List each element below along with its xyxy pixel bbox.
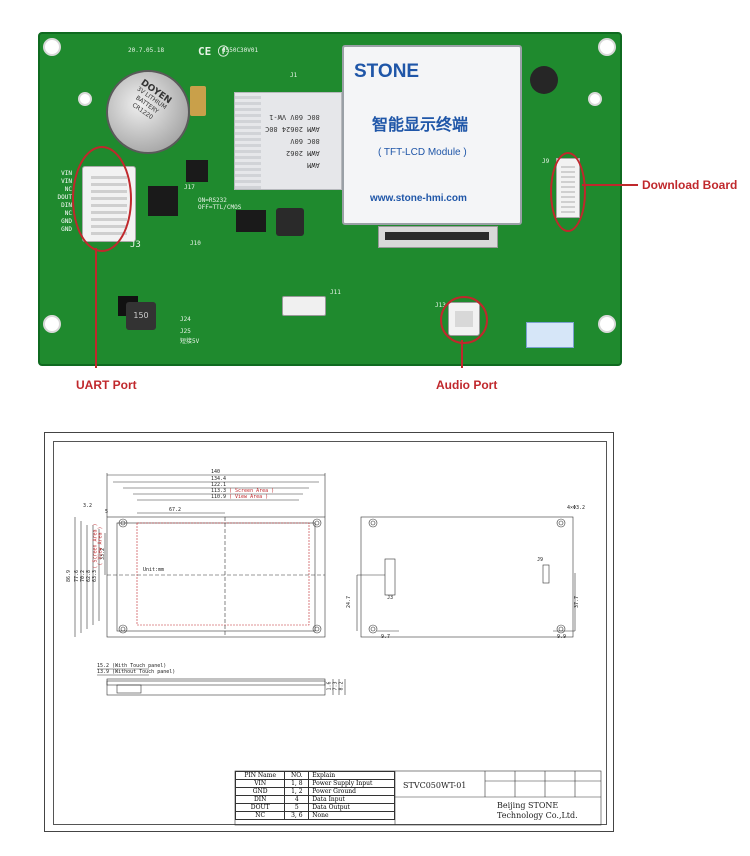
mount-hole-icon <box>598 38 616 56</box>
board-id: d550C30V01 <box>222 47 259 54</box>
audio-highlight-ellipse <box>440 296 488 344</box>
dim-8-2: 8.2 <box>338 681 345 691</box>
silk-j24: J24 <box>180 316 191 323</box>
back-j3-label: J3 <box>387 595 394 601</box>
date-code: 20.7.05.18 <box>128 47 165 54</box>
download-board-callout: Download Board <box>642 178 738 192</box>
download-leader-line <box>582 184 638 186</box>
inductor <box>530 66 558 94</box>
ic-chip <box>186 160 208 182</box>
mount-hole-icon <box>598 315 616 333</box>
mount-hole-icon <box>78 92 92 106</box>
pin-table-header: PIN Name <box>234 771 286 780</box>
silk-j1: J1 <box>290 72 298 79</box>
pin-table-header: NO. <box>284 771 310 780</box>
audio-port-callout: Audio Port <box>436 378 498 392</box>
mechanical-drawing: 140 134.4 122.1 113.3 ( Screen Area ) 11… <box>44 432 614 832</box>
lcd-flex-connector <box>378 226 498 248</box>
back-j9-label: J9 <box>537 557 544 563</box>
table-row: VIN 1, 8 Power Supply Input <box>234 779 395 788</box>
website: www.stone-hmi.com <box>370 193 467 204</box>
dim-9-9: 9.9 <box>557 634 567 640</box>
drawing-frame <box>53 441 607 825</box>
ce-fcc-mark-icon: CE ⓕ <box>198 45 229 58</box>
drawing-lines <box>74 473 602 826</box>
uart-port-callout: UART Port <box>76 378 137 392</box>
silk-j9: J9 <box>542 158 550 165</box>
dim-113-3: 113.3 <box>211 488 227 494</box>
pin-table: PIN Name NO. Explain VIN 1, 8 Power Supp… <box>234 771 395 820</box>
ic-chip <box>236 210 266 232</box>
mount-hole-icon <box>588 92 602 106</box>
table-row: DIN 4 Data Input <box>234 795 395 804</box>
silk-j3: J3 <box>130 240 141 250</box>
inductor <box>276 208 304 236</box>
connector-j11 <box>282 296 326 316</box>
download-highlight-ellipse <box>550 152 586 232</box>
silk-j11: J11 <box>330 289 341 296</box>
view-area-vertical-label: ( View Area ) <box>97 526 104 566</box>
dim-24-7: 24.7 <box>346 595 353 609</box>
unit-label: Unit:mm <box>143 567 165 573</box>
uart-pin-labels: VIN VIN NC DOUT DIN NC GND GND <box>57 170 72 233</box>
silk-off-ttl: OFF=TTL/CMOS <box>198 204 242 211</box>
model-number: STVC050WT-01 <box>403 781 467 790</box>
dim-37-7: 37.7 <box>574 595 581 609</box>
battery-holder <box>190 86 206 116</box>
silk-j10: J10 <box>190 240 201 247</box>
pin-table-header: Explain <box>308 771 395 780</box>
audio-leader-line <box>461 340 463 368</box>
coin-battery: DOYEN 3V LITHIUM BATTERY CR1220 <box>106 70 190 154</box>
inductor-150: 150 <box>126 302 156 330</box>
ic-chip <box>148 186 178 216</box>
lcd-label: STONE 智能显示终端 ( TFT-LCD Module ) www.ston… <box>342 45 522 225</box>
dim-122-1: 122.1 <box>211 482 227 488</box>
dim-134-4: 134.4 <box>211 476 227 482</box>
dim-67-2: 67.2 <box>169 507 182 513</box>
table-row: NC 3, 6 None <box>234 811 395 820</box>
module-label: ( TFT-LCD Module ) <box>378 147 467 158</box>
company-line-2: Technology Co.,Ltd. <box>497 811 578 820</box>
uart-highlight-ellipse <box>72 146 132 252</box>
table-row: GND 1, 2 Power Ground <box>234 787 395 796</box>
dim-86-9: 86.9 <box>66 569 73 583</box>
silk-jumper-5v: 短接5V <box>180 338 200 345</box>
with-touch-label: 15.2 (With Touch panel) <box>97 663 167 669</box>
mount-hole-icon <box>43 38 61 56</box>
dim-63-3: 63.3 <box>92 569 99 583</box>
dim-9-7: 9.7 <box>381 634 391 640</box>
ribbon-cable: AWM AWM 2062 80C 60V AWM 20624 80C 80C 6… <box>234 92 342 190</box>
brand-name: STONE <box>354 61 420 82</box>
silk-on-rs232: ON=RS232 <box>198 197 227 204</box>
holes-label: 4×Φ3.2 <box>567 505 586 511</box>
mount-hole-icon <box>43 315 61 333</box>
dim-140: 140 <box>211 469 221 475</box>
uart-leader-line <box>95 248 97 368</box>
qc-label <box>526 322 574 348</box>
screen-area-label: ( Screen Area ) <box>229 488 275 494</box>
silk-j25: J25 <box>180 328 191 335</box>
dim-5: 5 <box>105 509 109 515</box>
table-row: DOUT 5 Data Output <box>234 803 395 812</box>
silk-j13: J13 <box>435 302 446 309</box>
dim-110-9: 110.9 <box>211 494 227 500</box>
company-line-1: Beijing STONE <box>497 801 559 810</box>
without-touch-label: 13.9 (Without Touch panel) <box>97 669 176 675</box>
chinese-title: 智能显示终端 <box>372 115 469 134</box>
dim-3-2: 3.2 <box>83 503 93 509</box>
silk-j17: J17 <box>184 184 195 191</box>
view-area-label: ( View Area ) <box>229 494 269 500</box>
